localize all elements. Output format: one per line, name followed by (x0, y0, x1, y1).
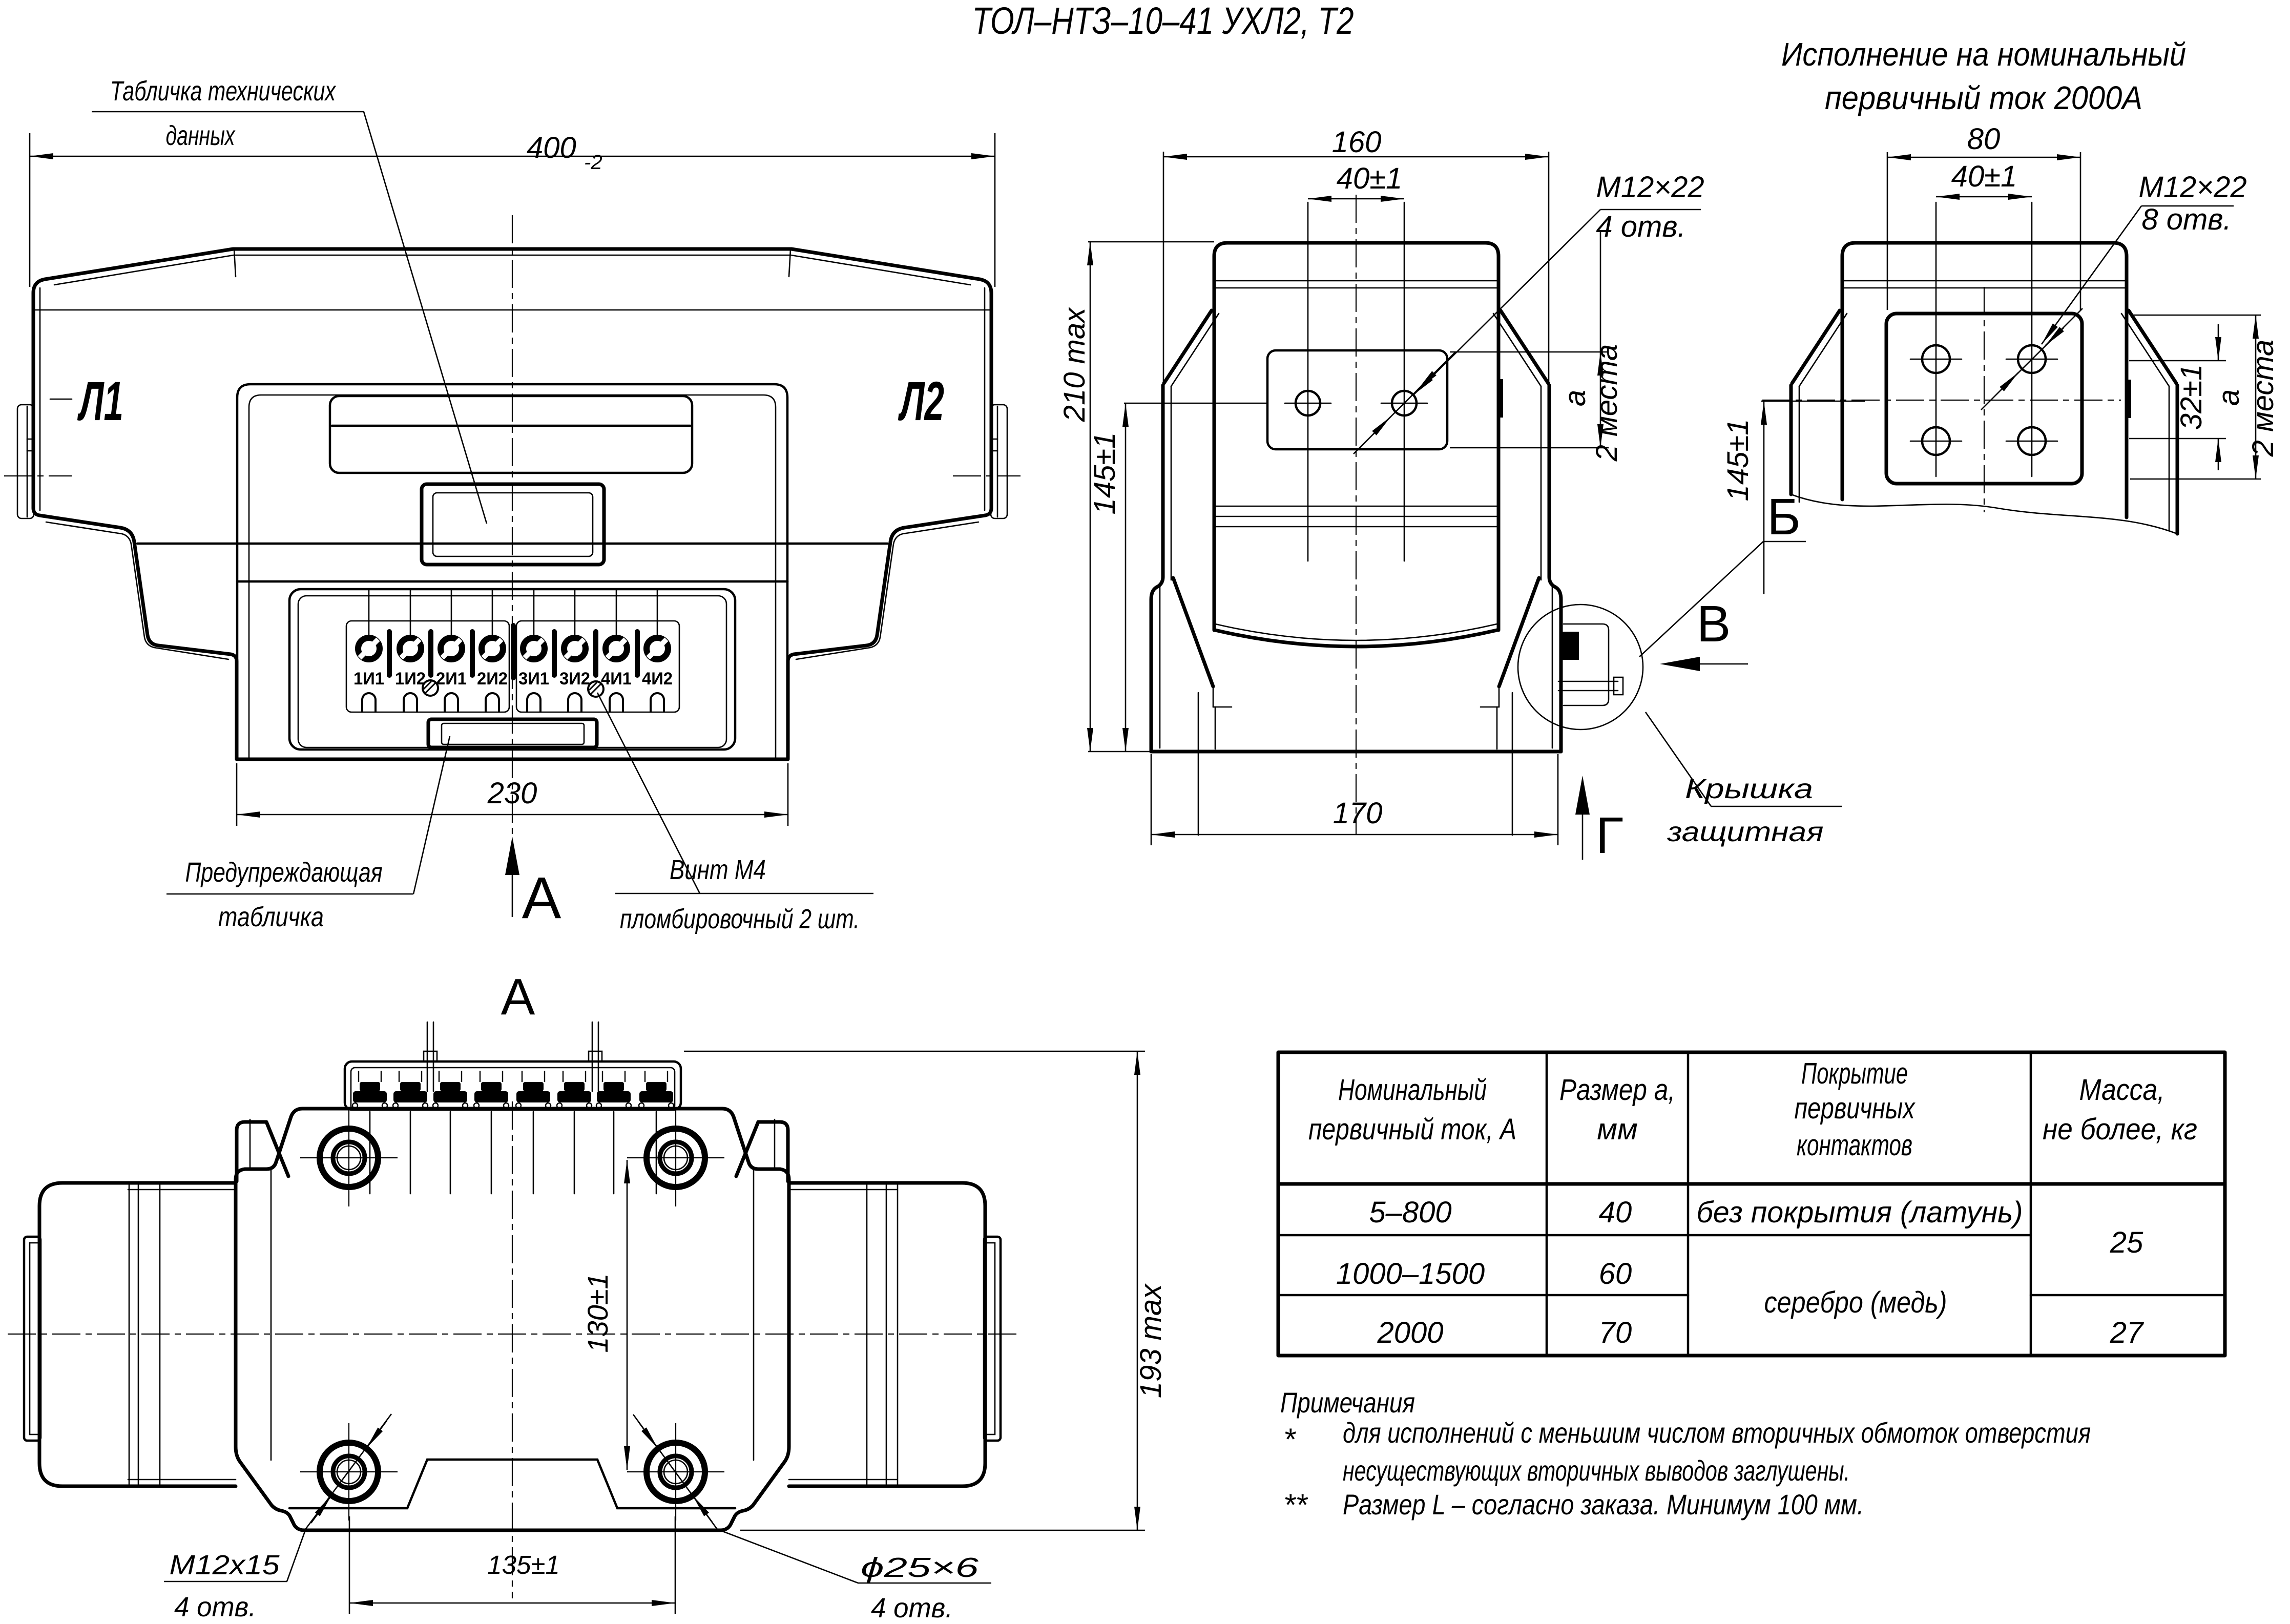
svg-text:4И2: 4И2 (642, 669, 673, 689)
svg-text:пломбировочный 2 шт.: пломбировочный 2 шт. (620, 904, 860, 934)
svg-text:Покрытие: Покрытие (1801, 1057, 1908, 1090)
svg-text:130±1: 130±1 (581, 1273, 614, 1352)
svg-text:мм: мм (1597, 1113, 1638, 1146)
svg-text:32±1: 32±1 (2175, 364, 2208, 430)
svg-text:60: 60 (1599, 1257, 1632, 1290)
svg-text:без покрытия (латунь): без покрытия (латунь) (1697, 1196, 2023, 1229)
svg-text:ТОЛ–НТЗ–10–41 УХЛ2, Т2: ТОЛ–НТЗ–10–41 УХЛ2, Т2 (972, 0, 1354, 42)
svg-text:40±1: 40±1 (1951, 160, 2017, 193)
svg-text:Примечания: Примечания (1280, 1386, 1415, 1419)
svg-text:Л2: Л2 (898, 370, 944, 432)
svg-text:Номинальный: Номинальный (1338, 1073, 1487, 1107)
svg-text:170: 170 (1333, 797, 1383, 830)
svg-text:80: 80 (1967, 122, 2001, 156)
svg-text:1И1: 1И1 (353, 669, 384, 689)
svg-text:2И1: 2И1 (436, 669, 467, 689)
svg-text:первичный ток 2000А: первичный ток 2000А (1825, 79, 2142, 116)
svg-text:-2: -2 (584, 151, 602, 174)
svg-text:первичный ток, А: первичный ток, А (1308, 1113, 1516, 1146)
svg-text:ϕ25×6: ϕ25×6 (861, 1552, 979, 1583)
svg-text:защитная: защитная (1667, 817, 1823, 847)
svg-text:25: 25 (2110, 1226, 2143, 1259)
svg-text:Крышка: Крышка (1685, 774, 1813, 804)
svg-text:27: 27 (2110, 1316, 2145, 1349)
svg-text:135±1: 135±1 (487, 1550, 559, 1579)
svg-text:70: 70 (1599, 1316, 1632, 1349)
svg-text:145±1: 145±1 (1088, 432, 1121, 515)
svg-text:**: ** (1283, 1488, 1308, 1522)
svg-text:40: 40 (1599, 1196, 1632, 1229)
svg-text:А: А (501, 968, 535, 1026)
svg-text:4 отв.: 4 отв. (174, 1592, 256, 1622)
svg-text:1000–1500: 1000–1500 (1336, 1257, 1485, 1290)
svg-text:2И2: 2И2 (477, 669, 508, 689)
svg-text:для исполнений с меньшим число: для исполнений с меньшим числом вторичны… (1343, 1417, 2091, 1449)
svg-text:145±1: 145±1 (1721, 419, 1755, 502)
svg-text:несуществующих вторичных вывод: несуществующих вторичных выводов заглуше… (1343, 1454, 1850, 1487)
svg-text:8 отв.: 8 отв. (2141, 203, 2231, 236)
svg-text:первичных: первичных (1795, 1092, 1916, 1125)
svg-text:40±1: 40±1 (1337, 162, 1403, 195)
svg-text:210 max: 210 max (1058, 307, 1091, 422)
svg-text:1И2: 1И2 (395, 669, 426, 689)
svg-text:табличка: табличка (218, 902, 324, 932)
svg-text:М12х15: М12х15 (170, 1550, 280, 1580)
svg-text:5–800: 5–800 (1369, 1196, 1451, 1229)
svg-text:Г: Г (1596, 807, 1623, 864)
svg-text:160: 160 (1332, 126, 1382, 159)
svg-text:М12×22: М12×22 (1596, 171, 1704, 204)
svg-text:Табличка технических: Табличка технических (110, 76, 337, 107)
svg-text:Винт М4: Винт М4 (670, 855, 766, 885)
svg-text:а: а (2212, 389, 2245, 406)
svg-text:3И2: 3И2 (559, 669, 590, 689)
svg-text:4И1: 4И1 (601, 669, 632, 689)
svg-text:400: 400 (527, 131, 576, 164)
svg-text:М12×22: М12×22 (2138, 171, 2246, 204)
svg-text:Размер L – согласно заказа. Ми: Размер L – согласно заказа. Минимум 100 … (1343, 1488, 1864, 1521)
svg-text:данных: данных (166, 120, 236, 151)
svg-text:серебро (медь): серебро (медь) (1764, 1286, 1947, 1319)
svg-text:Масса,: Масса, (2079, 1073, 2165, 1107)
svg-text:А: А (522, 865, 561, 931)
svg-text:Размер а,: Размер а, (1559, 1073, 1675, 1107)
svg-text:4 отв.: 4 отв. (1596, 210, 1685, 243)
svg-text:В: В (1697, 595, 1731, 653)
svg-text:2 места: 2 места (1590, 344, 1623, 462)
svg-text:а: а (1558, 390, 1592, 406)
svg-text:не более, кг: не более, кг (2043, 1113, 2197, 1146)
svg-text:Исполнение на номинальный: Исполнение на номинальный (1781, 36, 2186, 73)
svg-text:контактов: контактов (1797, 1129, 1912, 1162)
svg-text:230: 230 (487, 777, 537, 810)
svg-text:193 max: 193 max (1134, 1283, 1168, 1398)
svg-text:*: * (1283, 1422, 1296, 1456)
svg-text:Б: Б (1767, 488, 1801, 546)
svg-text:Л1: Л1 (77, 370, 123, 432)
svg-text:3И1: 3И1 (518, 669, 549, 689)
svg-text:Предупреждающая: Предупреждающая (185, 857, 383, 888)
svg-text:2000: 2000 (1377, 1316, 1443, 1349)
svg-text:4 отв.: 4 отв. (871, 1593, 953, 1623)
svg-text:2 места: 2 места (2246, 340, 2280, 457)
